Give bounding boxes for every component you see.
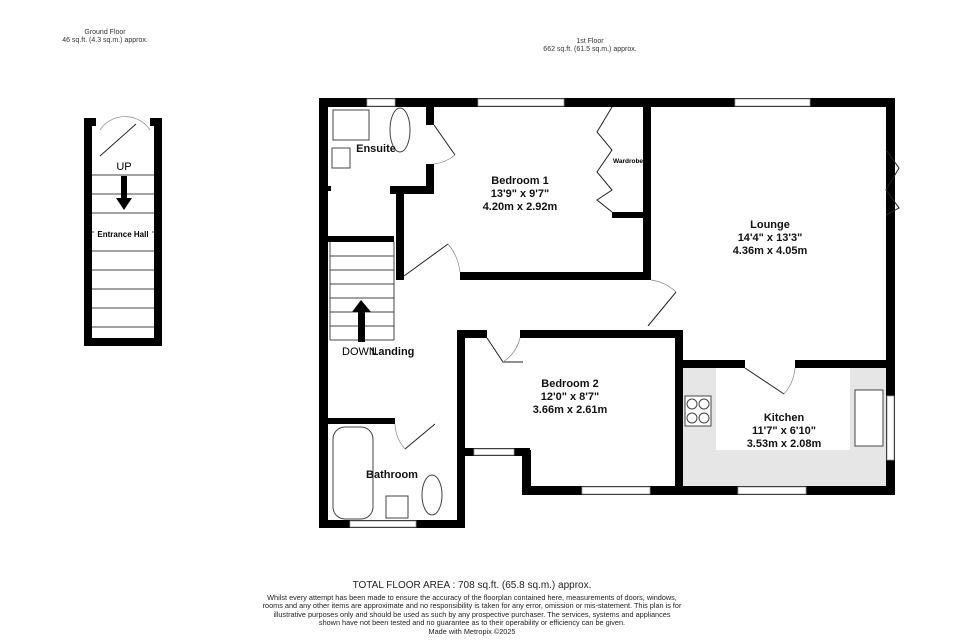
bedroom2-imperial: 12'0" x 8'7" bbox=[541, 391, 599, 403]
stair-arrow-icon bbox=[358, 312, 365, 342]
bathroom-toilet-icon bbox=[421, 474, 443, 516]
entrance-hall-label: Entrance Hall bbox=[97, 230, 148, 239]
bedroom1-metric: 4.20m x 2.92m bbox=[483, 201, 558, 213]
first-floor-plan: Ensuite Bedroom 1 13'9" x 9'7" 4.20m x 2… bbox=[319, 98, 900, 528]
bedroom2-label: Bedroom 2 bbox=[541, 378, 598, 390]
landing-label: Landing bbox=[372, 346, 415, 358]
bath-icon bbox=[332, 426, 374, 520]
ensuite-toilet-icon bbox=[389, 107, 411, 153]
total-floor-area: TOTAL FLOOR AREA : 708 sq.ft. (65.8 sq.m… bbox=[352, 580, 592, 591]
up-label: UP bbox=[116, 161, 131, 173]
first-floor-header: 1st Floor 662 sq.ft. (61.5 sq.m.) approx… bbox=[520, 38, 660, 54]
kitchen-metric: 3.53m x 2.08m bbox=[747, 438, 822, 450]
disclaimer: Whilst every attempt has been made to en… bbox=[262, 593, 682, 636]
bathroom-basin-icon bbox=[385, 495, 409, 519]
kitchen-imperial: 11'7" x 6'10" bbox=[752, 425, 816, 437]
down-label: DOWN bbox=[342, 346, 377, 358]
lounge-imperial: 14'4" x 13'3" bbox=[738, 232, 803, 244]
bathroom-label: Bathroom bbox=[366, 469, 418, 481]
ensuite-label: Ensuite bbox=[356, 143, 396, 155]
ensuite-basin-icon bbox=[332, 109, 370, 141]
ground-floor-area: 46 sq.ft. (4.3 sq.m.) approx. bbox=[62, 37, 148, 44]
bedroom2-metric: 3.66m x 2.61m bbox=[533, 404, 608, 416]
ensuite-shower-icon bbox=[331, 147, 351, 169]
ground-floor-title: Ground Floor bbox=[84, 29, 126, 36]
lounge-metric: 4.36m x 4.05m bbox=[733, 245, 808, 257]
lounge-label: Lounge bbox=[750, 219, 790, 231]
first-floor-area: 662 sq.ft. (61.5 sq.m.) approx. bbox=[543, 46, 637, 53]
made-with: Made with Metropix ©2025 bbox=[428, 626, 516, 636]
kitchen-label: Kitchen bbox=[764, 412, 805, 424]
ground-floor-plan: UP Entrance Hall bbox=[84, 116, 162, 346]
sink-icon bbox=[854, 389, 884, 447]
ground-floor-header: Ground Floor 46 sq.ft. (4.3 sq.m.) appro… bbox=[40, 29, 170, 45]
wardrobe-label: Wardrobe bbox=[613, 158, 643, 165]
disclaimer-text: Whilst every attempt has been made to en… bbox=[262, 593, 682, 628]
bedroom1-imperial: 13'9" x 9'7" bbox=[491, 188, 549, 200]
stair-arrow-icon bbox=[121, 176, 127, 198]
bedroom1-label: Bedroom 1 bbox=[491, 175, 548, 187]
first-floor-title: 1st Floor bbox=[576, 38, 604, 45]
